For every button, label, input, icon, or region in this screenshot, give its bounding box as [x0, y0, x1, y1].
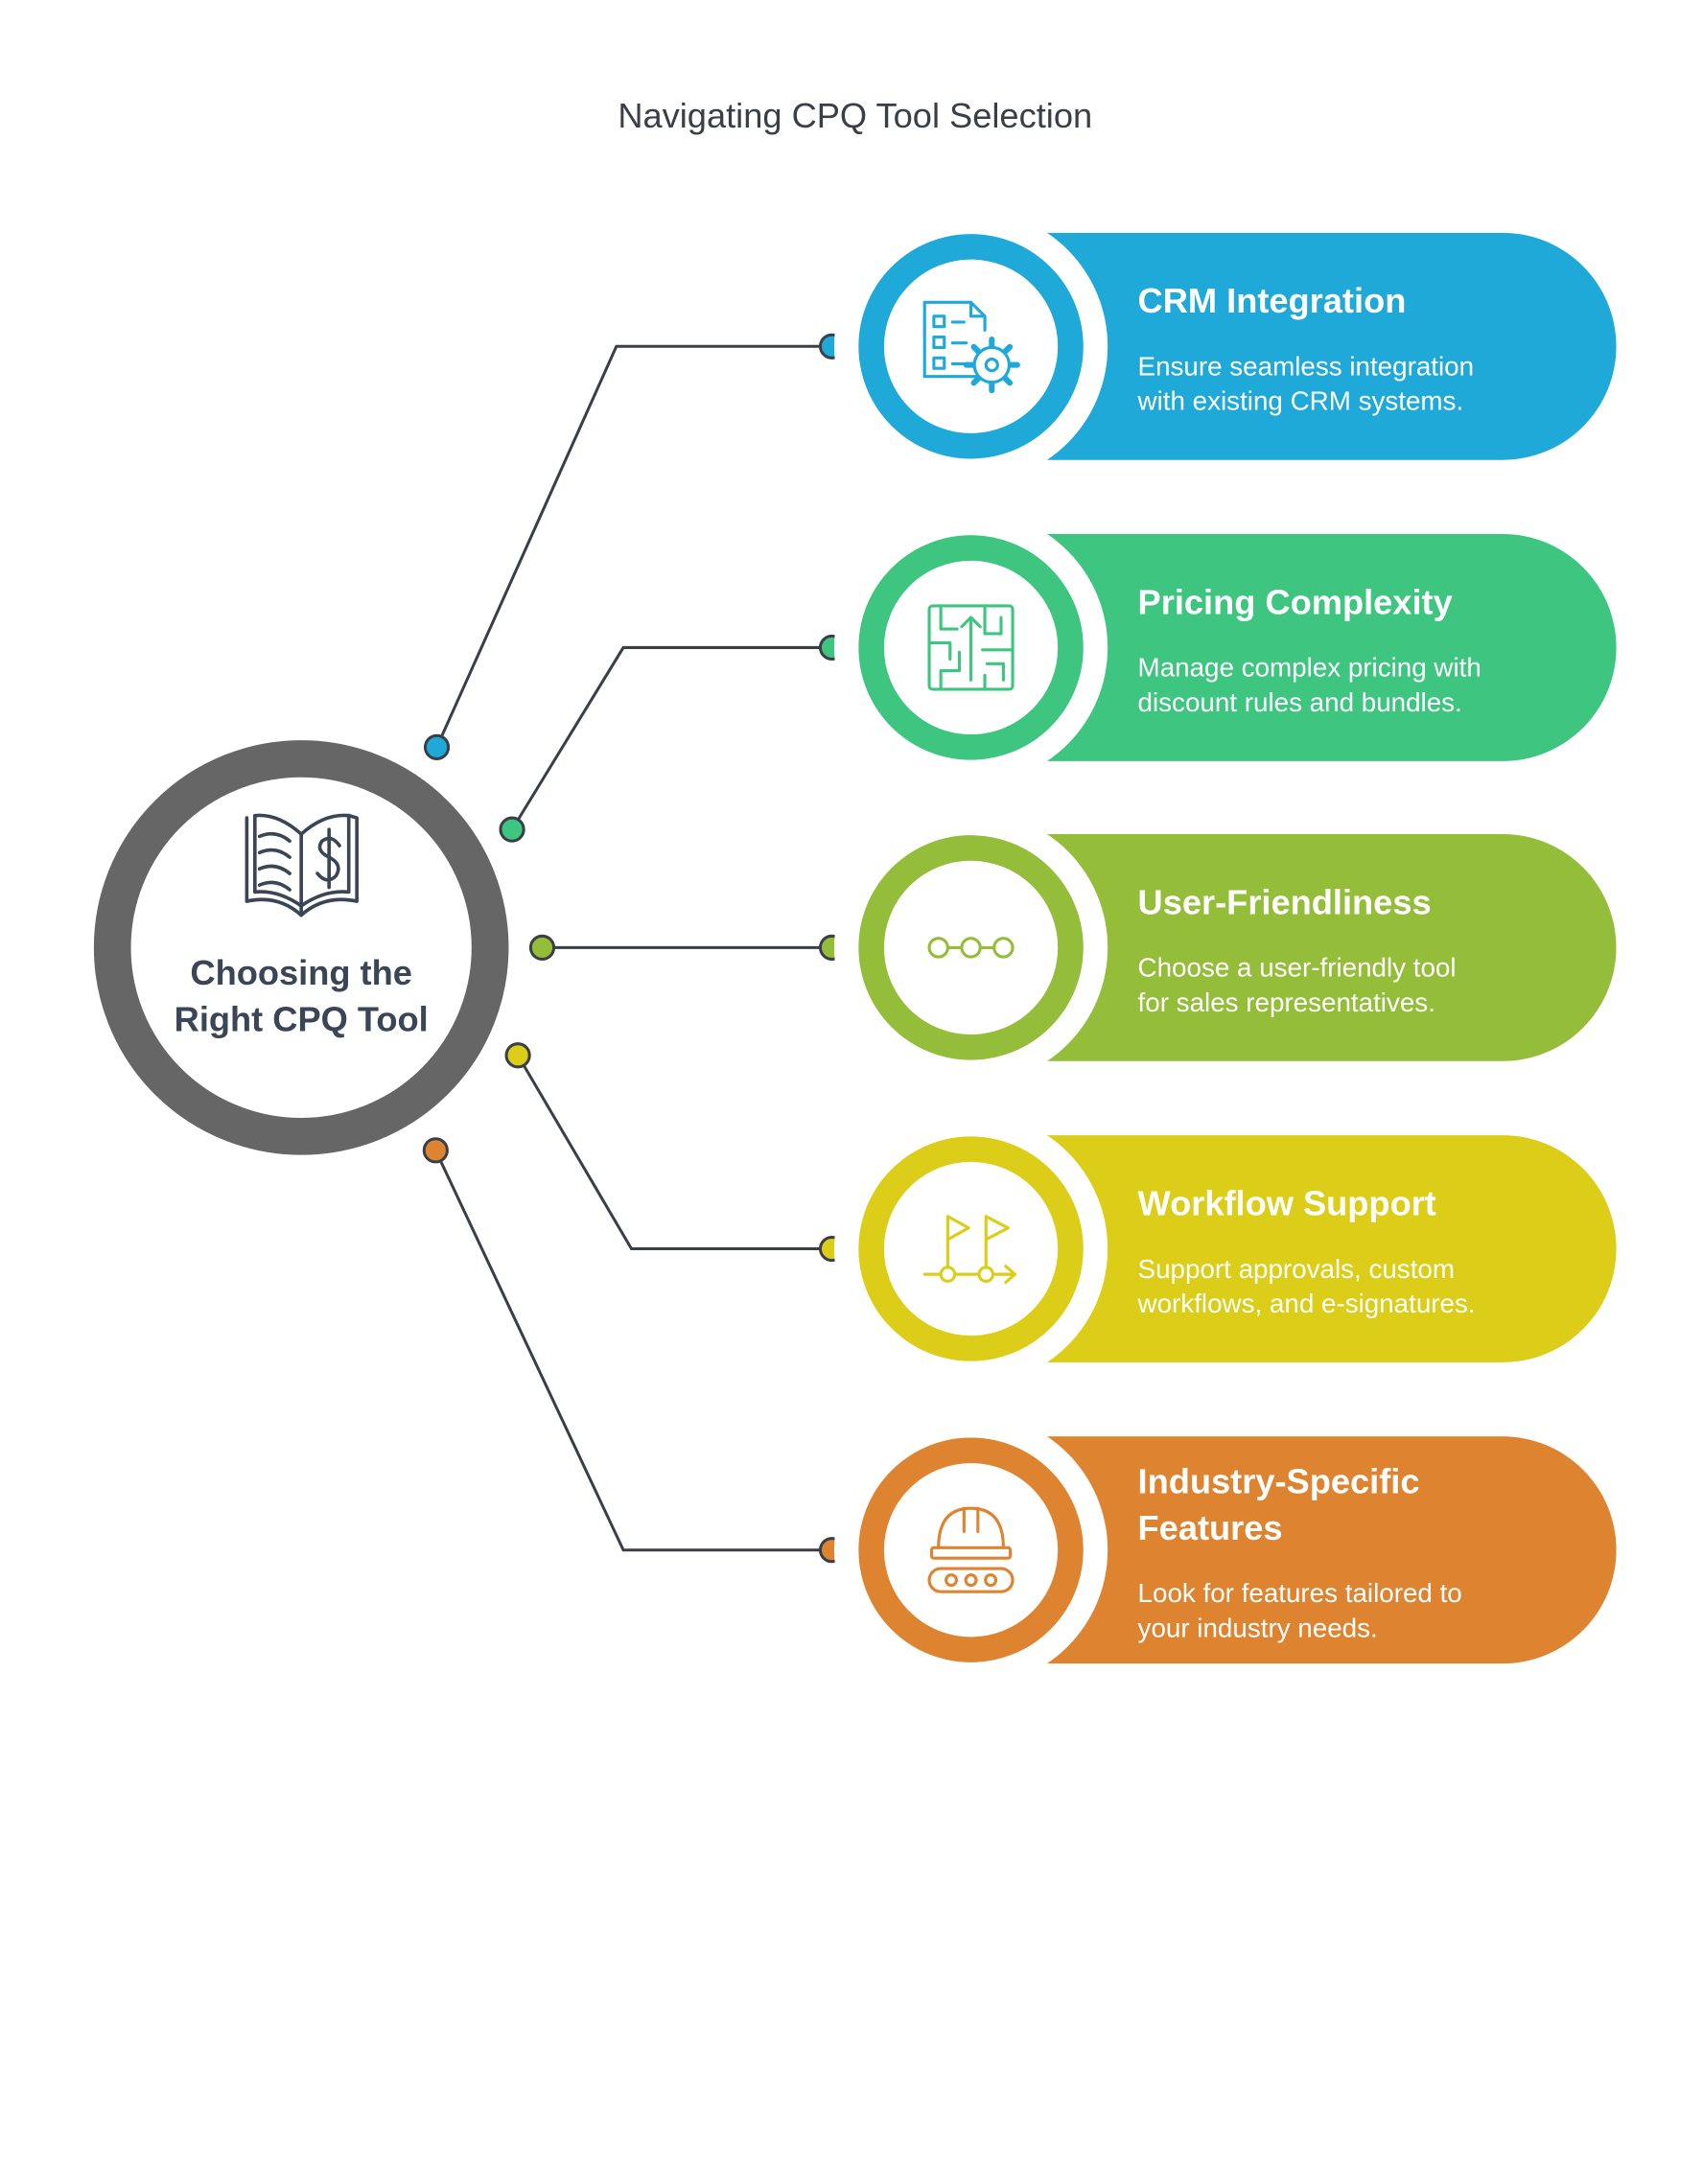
diagram: Navigating CPQ Tool Selection CRM Integr…: [93, 95, 1617, 1687]
card-description: Support approvals, custom: [1138, 1254, 1455, 1284]
card-body: [970, 1436, 1617, 1664]
card-description: Choose a user-friendly tool: [1138, 953, 1457, 983]
diagram-title: Navigating CPQ Tool Selection: [618, 96, 1092, 135]
card-description: Ensure seamless integration: [1138, 351, 1475, 381]
hub-label-line: Right CPQ Tool: [175, 999, 429, 1038]
card-title: Features: [1138, 1508, 1283, 1547]
flags-flow-icon: [922, 1215, 1017, 1285]
card-description: for sales representatives.: [1138, 987, 1435, 1017]
hub-label-line: Choosing the: [190, 953, 411, 992]
card-description: Manage complex pricing with: [1138, 653, 1481, 683]
connector-crm-integration: [435, 344, 832, 748]
card-title: Industry-Specific: [1138, 1461, 1420, 1500]
card-body: [970, 833, 1617, 1061]
card-body: [970, 534, 1617, 761]
connector-dot-hub: [422, 1137, 449, 1164]
card-body: [970, 232, 1617, 460]
card-title: User-Friendliness: [1138, 882, 1432, 921]
card-description: your industry needs.: [1138, 1613, 1378, 1642]
maze-icon: [927, 604, 1015, 691]
card-icon-ring: [858, 1136, 1084, 1361]
connector-pricing-complexity: [510, 645, 832, 830]
card-title: CRM Integration: [1138, 281, 1407, 320]
three-nodes-icon: [927, 937, 1015, 959]
hub-ring: [93, 740, 509, 1155]
hardhat-conveyor-icon: [927, 1506, 1015, 1593]
connector-dot-hub: [504, 1042, 531, 1069]
connector-dot-hub: [423, 733, 451, 760]
card-description: with existing CRM systems.: [1137, 386, 1464, 416]
card-icon-ring: [858, 1437, 1084, 1662]
document-gear-icon: [922, 300, 1020, 394]
card-description: discount rules and bundles.: [1138, 687, 1462, 717]
card-title: Workflow Support: [1138, 1184, 1436, 1223]
book-dollar-icon: [245, 813, 359, 918]
connector-dot-hub: [528, 934, 556, 961]
card-title: Pricing Complexity: [1138, 582, 1453, 621]
card-icon-ring: [858, 835, 1084, 1060]
connector-workflow-support: [516, 1054, 832, 1251]
card-description: workflows, and e-signatures.: [1137, 1289, 1476, 1318]
card-body: [970, 1135, 1617, 1362]
connector-dot-hub: [499, 816, 525, 843]
card-description: Look for features tailored to: [1138, 1578, 1462, 1608]
connector-industry-specific-features: [433, 1150, 832, 1552]
